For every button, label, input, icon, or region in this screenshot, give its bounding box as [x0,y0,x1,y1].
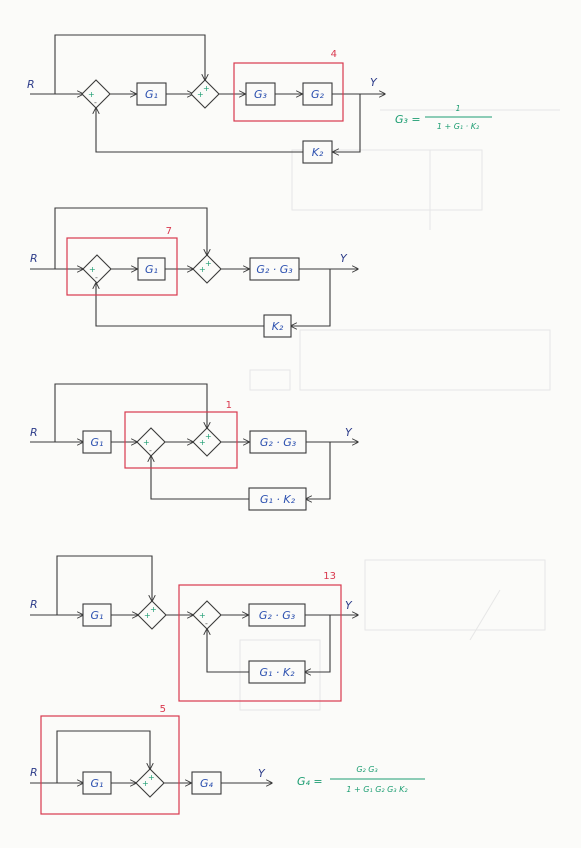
svg-text:+: + [89,265,96,274]
svg-text:+: + [150,605,157,614]
step-badge: 1 [226,400,232,411]
block-g2g3 [249,430,307,454]
formula-lhs: G₄ = [297,775,323,788]
block-g1k2 [248,487,307,511]
block-g2g3 [248,603,306,627]
output-label-y: Y [258,767,266,780]
block-g1-label: G₁ [145,263,158,276]
diagram-step-4: G₁ + + + - G₂ · G₃ G₁ · K₂ 13 R Y [30,555,358,702]
block-k2-label: K₂ [272,320,284,333]
svg-text:+: + [199,438,206,447]
output-label-y: Y [340,252,348,265]
block-g1k2 [248,660,306,684]
svg-text:+: + [88,90,95,99]
block-g1 [82,603,112,627]
input-label-r: R [30,252,38,265]
block-g1-label: G₁ [91,777,104,790]
output-label-y: Y [345,426,353,439]
step-badge: 4 [331,49,337,60]
feedback-line [333,94,361,152]
block-g2 [302,82,333,106]
block-k2 [302,140,333,164]
reduction-box [178,584,342,702]
svg-text:+: + [205,259,212,268]
block-g1k2-label: G₁ · K₂ [260,493,296,506]
block-g3-label: G₃ [254,88,268,101]
diagram-step-2: + - + + G₁ G₂ · G₃ K₂ 7 R Y [30,207,358,338]
summing-junction-2 [192,600,222,630]
step-badge: 7 [166,226,172,237]
block-g1 [136,82,167,106]
block-k2-label: K₂ [312,146,324,159]
formula-numerator: 1 [455,104,460,113]
svg-text:+: + [197,90,204,99]
reduction-box [66,237,178,296]
svg-text:+: + [205,432,212,441]
reduction-box [124,411,238,469]
feedforward-line [54,34,205,94]
block-g1 [82,430,112,454]
block-g4 [191,771,222,795]
svg-text:+: + [199,611,206,620]
summing-junction [135,768,165,798]
svg-text:-: - [205,619,208,628]
block-g1 [82,771,112,795]
svg-text:+: + [148,773,155,782]
reduction-box [233,62,344,122]
svg-text:+: + [142,779,149,788]
diagram-step-5: G₁ + + G₄ 5 R Y G₄ = G₂ G₃ 1 + G₁ G₂ G₃ … [30,704,425,815]
block-g3 [245,82,276,106]
output-label-y: Y [370,76,378,89]
input-label-r: R [30,766,38,779]
summing-junction-2 [192,427,222,457]
input-label-r: R [27,78,35,91]
summing-junction-1 [82,254,112,284]
summing-junction-1 [137,600,167,630]
block-g4-label: G₄ [200,777,214,790]
reduction-box [40,715,180,815]
block-g2g3 [249,257,300,281]
block-g1-label: G₁ [91,436,104,449]
summing-junction-2 [190,79,220,109]
formula-denominator: 1 + G₁ G₂ G₃ K₂ [346,785,408,794]
svg-text:+: + [144,611,151,620]
svg-text:+: + [143,438,150,447]
step-badge: 13 [323,571,336,582]
svg-text:-: - [149,446,152,455]
svg-text:-: - [95,273,98,282]
bleed-through-marks [239,109,560,711]
step-badge: 5 [160,704,166,715]
diagram-step-1: + - + + G₁ G₃ G₂ K₂ 4 R Y G₃ = 1 1 + G₁ … [27,34,492,164]
input-label-r: R [30,598,38,611]
block-g1k2-label: G₁ · K₂ [259,666,295,679]
block-g1 [137,257,166,281]
block-g1-label: G₁ [145,88,158,101]
formula-numerator: G₂ G₃ [356,765,377,774]
summing-junction-1 [81,79,111,109]
block-g1-label: G₁ [91,609,104,622]
svg-text:+: + [203,84,210,93]
summing-junction-2 [192,254,222,284]
formula-g3: G₃ = 1 1 + G₁ · K₂ [395,104,492,131]
summing-junction-1 [136,427,166,457]
formula-denominator: 1 + G₁ · K₂ [437,122,480,131]
input-label-r: R [30,426,38,439]
svg-text:+: + [199,265,206,274]
block-k2 [263,314,292,338]
block-g2g3-label: G₂ · G₃ [256,263,293,276]
block-g2g3-label: G₂ · G₃ [260,436,297,449]
block-g2-label: G₂ [311,88,325,101]
output-label-y: Y [345,599,353,612]
svg-text:-: - [94,98,97,107]
formula-lhs: G₃ = [395,113,421,126]
formula-g4: G₄ = G₂ G₃ 1 + G₁ G₂ G₃ K₂ [297,765,425,794]
block-g2g3-label: G₂ · G₃ [259,609,296,622]
diagram-step-3: G₁ + - + + G₂ · G₃ G₁ · K₂ 1 R Y [30,383,358,511]
